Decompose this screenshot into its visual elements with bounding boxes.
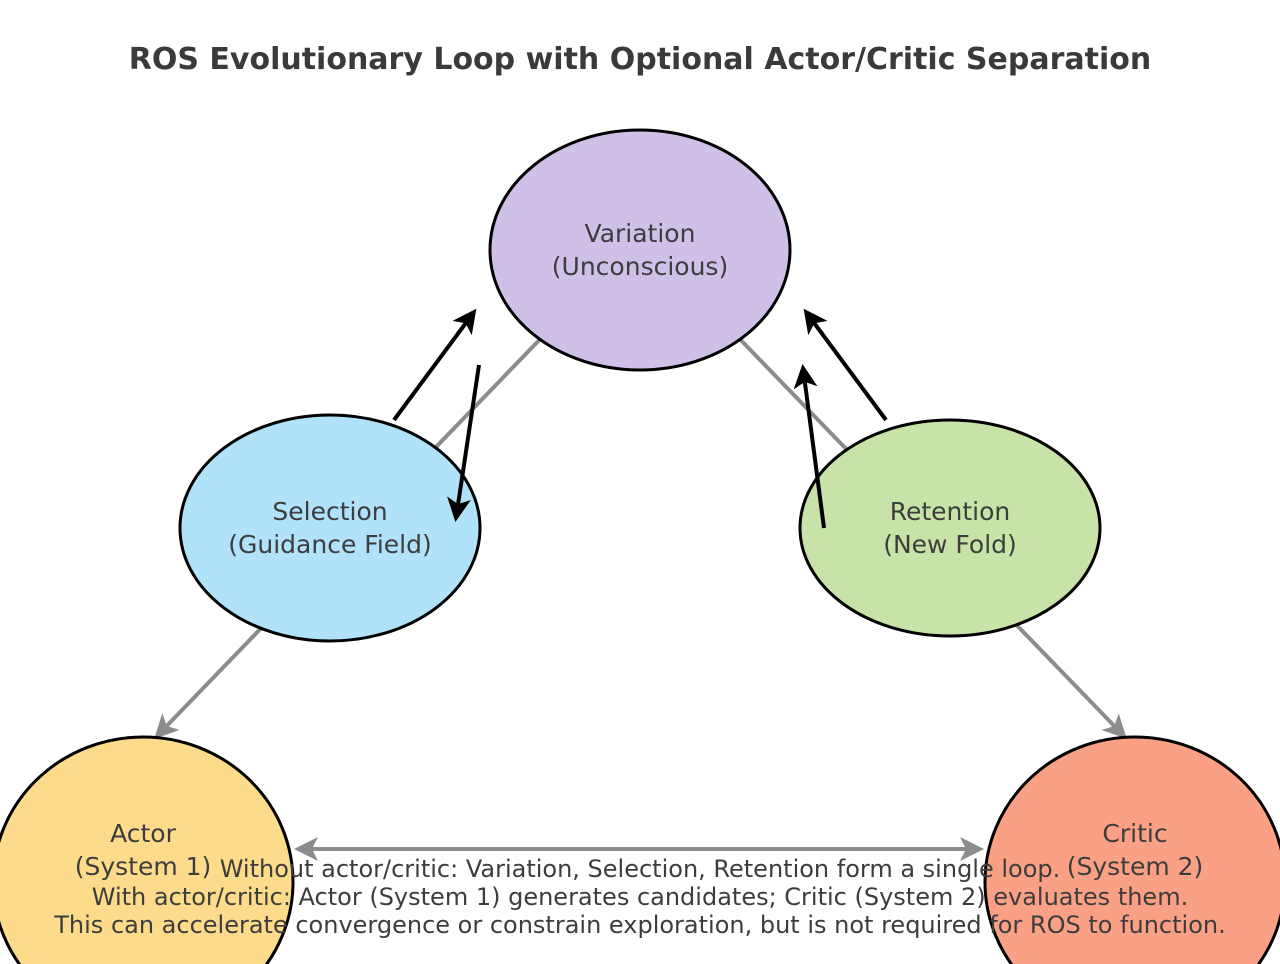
node-actor-shape[interactable] [0,735,295,964]
node-selection-shape[interactable] [178,413,482,643]
caption-line-2: With actor/critic: Actor (System 1) gene… [92,883,1188,911]
caption-line-3: This can accelerate convergence or const… [53,911,1225,939]
node-variation-label-line1: Variation [585,219,696,248]
edge-selection-to-variation [392,308,477,422]
caption-line-1: Without actor/critic: Variation, Selecti… [220,855,1061,883]
node-retention-label-line1: Retention [890,497,1011,526]
edge-retention-to-variation [803,308,888,422]
node-actor-label-line1: Actor [110,819,177,848]
node-variation-shape[interactable] [488,128,792,372]
node-actor-label-line2: (System 1) [75,852,212,881]
node-variation-label-line2: (Unconscious) [552,252,728,281]
node-selection-label-line2: (Guidance Field) [228,530,431,559]
node-selection[interactable]: Selection (Guidance Field) [178,413,482,643]
node-critic-shape[interactable] [983,735,1280,964]
caption-block: Without actor/critic: Variation, Selecti… [53,855,1225,939]
node-variation[interactable]: Variation (Unconscious) [488,128,792,372]
node-retention[interactable]: Retention (New Fold) [798,418,1102,638]
edge-variation-to-selection [447,364,481,522]
edge-layer-black [392,308,888,529]
node-critic[interactable]: Critic (System 2) [983,735,1280,964]
edge-retention-to-variation-inner [793,364,826,529]
node-selection-label-line1: Selection [272,497,387,526]
node-retention-shape[interactable] [798,418,1102,638]
page-title: ROS Evolutionary Loop with Optional Acto… [128,42,1152,77]
node-critic-label-line2: (System 2) [1067,852,1204,881]
node-actor[interactable]: Actor (System 1) [0,735,295,964]
node-retention-label-line2: (New Fold) [883,530,1017,559]
node-critic-label-line1: Critic [1102,819,1167,848]
